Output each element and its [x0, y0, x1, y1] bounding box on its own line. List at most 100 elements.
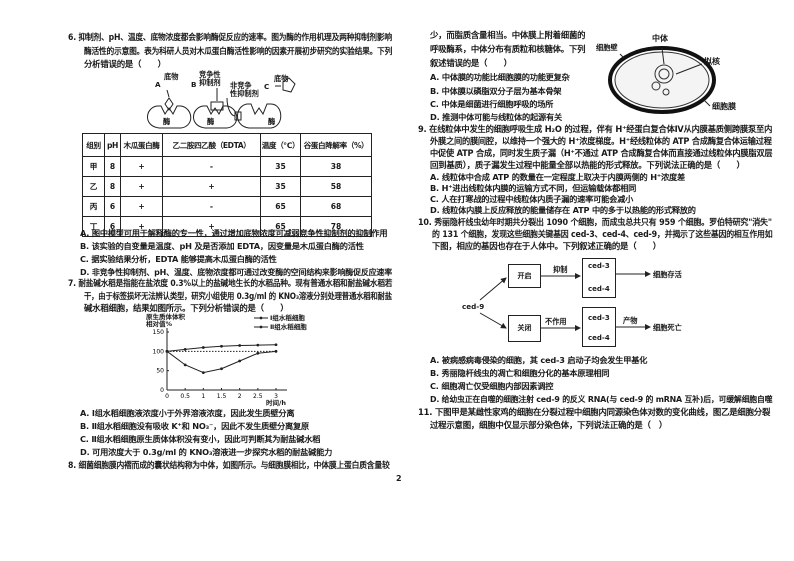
label-mesosome: 中体: [652, 34, 668, 43]
label-product: 产物: [623, 316, 638, 325]
q8-option-a: A. 中体膜的功能比细胞膜的功能更复杂: [430, 72, 570, 82]
data-point: [274, 343, 278, 347]
label-ced-3: ced-3: [588, 262, 610, 270]
legend-series-2: Ⅱ组水稻细胞: [270, 323, 307, 331]
data-point: [220, 344, 223, 348]
x-tick-label: 2: [238, 393, 242, 400]
q9-stem-line: 中促使 ATP 合成，同时发生质子漏（H⁺不通过 ATP 合成酶复合体而直接通过…: [430, 148, 773, 158]
label-enzyme: 酶: [207, 117, 215, 126]
data-point: [165, 349, 169, 353]
q6-option-b: B. 该实验的自变量是温度、pH 及是否添加 EDTA，因变量是木瓜蛋白酶的活性: [80, 241, 364, 251]
y-tick-label: 50: [156, 368, 164, 375]
experiment-table: 组别 pH 木瓜蛋白酶 乙二胺四乙酸（EDTA） 温度（℃） 谷蛋白降解率（%）…: [82, 133, 372, 237]
label-ced-3: ced-3: [588, 314, 610, 322]
data-point: [274, 349, 278, 353]
q8-stem-line: 少，而脂质含量相当。中体膜上附着细菌的: [430, 30, 586, 40]
label-noncompetitive-inhibitor: 非竞争性抑制剂: [230, 82, 259, 98]
q9-option-d: D. 线粒体内膜上反应释放的能量储存在 ATP 中的多于以热能的形式释放的: [430, 205, 696, 215]
q8-stem-line: 呼吸酶系，中体分布有质粒和核糖体。下列: [430, 44, 586, 54]
label-B: B: [191, 80, 197, 89]
label-inhibit: 抑制: [553, 265, 568, 274]
q6-option-c: C. 据实验结果分析，EDTA 能够提高木瓜蛋白酶的活性: [80, 254, 277, 264]
data-point: [183, 348, 187, 351]
ced-box-bottom: ced-3 ced-4: [582, 307, 616, 347]
q8-option-d: D. 推测中体可能与线粒体的起源有关: [430, 112, 562, 122]
x-tick-label: 0: [165, 393, 169, 400]
q10-stem-line: 10. 秀丽隐杆线虫幼年时期共分裂出 1090 个细胞，而成虫总共只有 959 …: [418, 217, 772, 227]
x-tick-label: 2.5: [253, 393, 263, 400]
page-number: 2: [396, 474, 402, 483]
q6-stem-line: 6. 抑制剂、pH、温度、底物浓度都会影响酶促反应的速率。图为酶的作用机理及两种…: [68, 32, 392, 42]
on-box: 开启: [508, 264, 541, 288]
q9-stem-line: 回到基质），质子漏发生过程中能量全部以热能的形式释放。下列说法正确的是（ ）: [430, 160, 745, 170]
q8-stem-line: 叙述错误的是（ ）: [430, 58, 512, 68]
data-point: [238, 344, 242, 347]
legend-series-1: Ⅰ组水稻细胞: [270, 314, 305, 322]
chart-ylabel: 原生质体体积相对值%: [146, 313, 185, 328]
label-enzyme: 酶: [268, 117, 276, 126]
data-point: [183, 363, 187, 367]
q7-stem-line: 干，由于标签损坏无法辨认类型，研究小组使用 0.3g/ml 的 KNO₃溶液分别…: [84, 291, 392, 301]
q6-stem-line: 酶活性的示意图。表为科研人员对木瓜蛋白酶活性影响的因素开展初步研究的实验结果。下…: [84, 46, 393, 56]
q10-option-c: C. 细胞凋亡仅受细胞内部因素调控: [430, 381, 554, 391]
label-line: 非竞争: [230, 81, 252, 90]
label-ced-4: ced-4: [588, 334, 610, 342]
q10-stem-line: 的 131 个细胞，发现这些细胞关键基因 ced-3、ced-4、ced-9，并…: [432, 229, 773, 239]
x-tick-label: 3: [274, 393, 278, 400]
legend-marker-2: [259, 325, 263, 329]
label-substrate: 底物: [164, 72, 179, 81]
chart-xlabel: 时间/h: [266, 399, 287, 407]
bacterium-drawing: [608, 46, 716, 114]
data-point: [201, 346, 205, 349]
q11-stem-line: 11. 下图甲是某雌性家鸡的细胞在分裂过程中细胞内同源染色体对数的变化曲线，图乙…: [418, 407, 771, 417]
y-tick-label: 100: [153, 348, 165, 355]
q7-option-d: D. 可用浓度大于 0.3g/ml 的 KNO₃溶液进一步探究水稻的耐盐碱能力: [80, 447, 333, 457]
legend-marker-1: [259, 316, 263, 320]
q6-option-d: D. 非竞争性抑制剂、pH、温度、底物浓度都可通过改变酶的空间结构来影响酶促反应…: [80, 267, 393, 277]
data-point: [256, 343, 260, 347]
q9-stem-line: 外膜之间的膜间腔，以维持一个强大的 H⁺浓度梯度。H⁺经线粒体的 ATP 合成酶…: [430, 136, 772, 146]
x-tick-label: 0.5: [180, 393, 190, 400]
label-ced-4: ced-4: [588, 285, 610, 293]
label-ced-9: ced-9: [462, 302, 485, 311]
enzyme-shapes: [147, 77, 296, 129]
q8-option-b: B. 中体膜以磷脂双分子层为基本骨架: [430, 86, 562, 96]
x-tick-label: 1: [201, 393, 205, 400]
col-header: 木瓜蛋白酶: [120, 133, 163, 157]
label-cell-survival: 细胞存活: [653, 270, 682, 279]
q9-option-b: B. H⁺进出线粒体内膜的运输方式不同，但运输载体都相同: [430, 183, 637, 193]
col-header: 谷蛋白降解率（%）: [300, 133, 372, 157]
data-point: [201, 371, 205, 374]
q9-option-c: C. 人在打寒战的过程中线粒体内质子漏的速率可能会减小: [430, 194, 634, 204]
q7-option-a: A. Ⅰ组水稻细胞液浓度小于外界溶液浓度，因此发生质壁分离: [80, 408, 295, 418]
q10-option-d: D. 给幼虫正在自噬的细胞注射 ced-9 的反义 RNA(与 ced-9 的 …: [430, 394, 773, 404]
label-cell-death: 细胞死亡: [653, 323, 682, 332]
cell: 丁: [82, 216, 105, 237]
label-A: A: [155, 80, 161, 89]
label-line: 性抑制剂: [230, 89, 259, 98]
q6-option-a: A. 图中模型可用于解释酶的专一性，通过增加底物浓度可减弱竞争性抑制剂的抑制作用: [80, 228, 388, 238]
label-cell-membrane: 细胞膜: [712, 102, 736, 111]
label-line: 抑制剂: [199, 78, 221, 87]
label-line: 竞争性: [199, 70, 221, 79]
q10-option-a: A. 被病感病毒侵染的细胞，其 ced-3 启动子均会发生甲基化: [430, 355, 648, 365]
q10-stem-line: 下图，相应的基因也存在于人体中。下列叙述正确的是（ ）: [432, 241, 661, 251]
ced-box-top: ced-3 ced-4: [582, 258, 616, 298]
q10-option-b: B. 秀丽隐杆线虫的凋亡和细胞分化的基本原理相同: [430, 368, 610, 378]
data-point: [238, 359, 242, 363]
x-tick-label: 1.5: [217, 393, 227, 400]
y-tick-label: 0: [160, 387, 164, 394]
label-competitive-inhibitor: 竞争性抑制剂: [199, 71, 221, 87]
label-substrate-2: 底物: [274, 74, 289, 83]
q7-stem-line: 碱水稻细胞，结果如图所示。下列分析错误的是（ ）: [84, 303, 289, 313]
q6-stem-line: 分析错误的是（ ）: [84, 59, 166, 69]
q7-option-b: B. Ⅱ组水稻细胞没有吸收 K⁺和 NO₃⁻，因此不发生质壁分离复原: [80, 421, 310, 431]
q11-stem-line: 过程示意图，细胞中仅显示部分染色体，下列说法正确的是（ ）: [430, 420, 668, 430]
label-nucleoid: 拟核: [704, 57, 720, 66]
q8-option-c: C. 中体是细菌进行细胞呼吸的场所: [430, 99, 554, 109]
data-point: [220, 367, 223, 371]
